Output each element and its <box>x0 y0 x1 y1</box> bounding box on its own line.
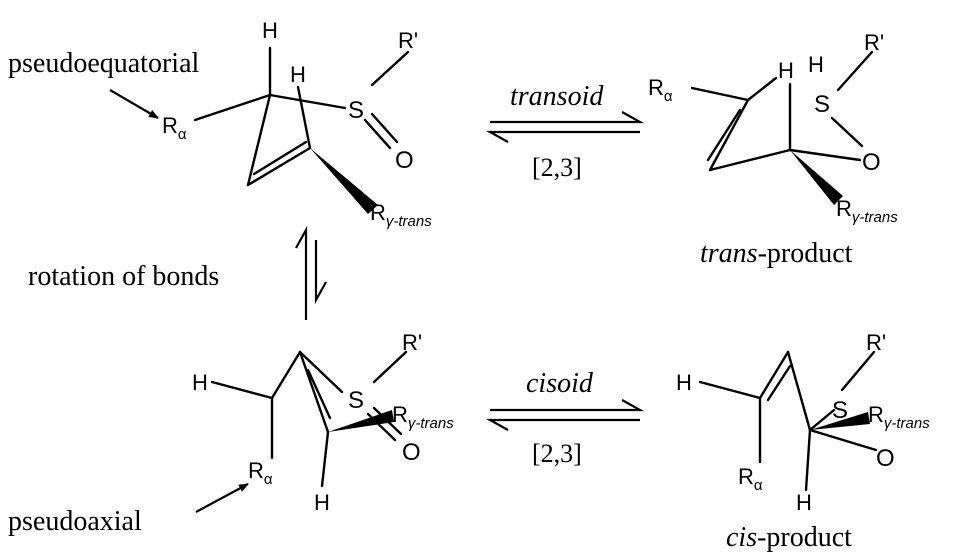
bond-c-h-bottom <box>320 430 330 488</box>
bond-c-c-double-2 <box>306 368 332 420</box>
atom-r-alpha: Rα <box>738 464 763 494</box>
atom-s: S <box>814 91 830 118</box>
bond-c-c-double-1 <box>246 146 312 187</box>
bond-c-o <box>788 148 862 162</box>
forward-arrow-transoid <box>490 111 645 124</box>
bond-c-h-left <box>746 76 778 102</box>
bond-c-c <box>246 93 272 187</box>
bond-c-c-double-1 <box>298 350 330 434</box>
bond-c-s <box>298 350 344 394</box>
bond-c-o <box>808 428 878 452</box>
cisoid-equilibrium: cisoid [2,3] <box>485 368 645 468</box>
bond-s-o-1 <box>363 118 392 150</box>
atom-o: O <box>876 445 895 472</box>
bond-ca-c <box>193 93 272 122</box>
atom-rprime: R' <box>864 30 884 55</box>
atom-s: S <box>348 387 364 414</box>
bond-ra-c <box>690 86 750 102</box>
bond-c-h-inner <box>296 85 312 150</box>
pseudoequatorial-pointer-arrow <box>109 89 159 119</box>
bond-c-c <box>786 350 812 432</box>
bond-h-c <box>698 380 762 400</box>
bond-s-o <box>830 116 864 148</box>
rotation-down-arrow <box>314 240 327 305</box>
rotation-equilibrium: rotation of bonds <box>28 225 327 320</box>
reverse-arrow-cisoid <box>485 418 640 431</box>
atom-h-bottom: H <box>796 490 812 515</box>
atom-s: S <box>832 397 848 424</box>
rotation-label: rotation of bonds <box>28 261 219 292</box>
atom-r-alpha: Rα <box>648 75 673 105</box>
bond-c-c <box>708 148 792 172</box>
atom-r-gamma-trans: Rγ-trans <box>836 196 898 226</box>
bond-c-h-bottom <box>804 428 812 492</box>
atom-h-right: H <box>808 52 824 77</box>
atom-h-left: H <box>676 370 692 395</box>
bond-h-c <box>210 380 274 400</box>
cisoid-sigmatropic-label: [2,3] <box>532 439 582 468</box>
bond-c-c-double-inner <box>706 108 742 162</box>
atom-r-gamma-trans: Rγ-trans <box>868 402 930 432</box>
trans-product-label: trans-product <box>700 238 853 269</box>
bond-s-rprime <box>840 350 876 392</box>
wedge-bond-rgamma <box>790 150 843 205</box>
atom-h-inner: H <box>290 62 306 87</box>
transoid-sigmatropic-label: [2,3] <box>532 153 582 182</box>
forward-arrow-cisoid <box>490 399 645 412</box>
atom-rprime: R' <box>866 330 886 355</box>
bond-c-c-double-outer <box>758 350 790 400</box>
bond-c-c-double-2 <box>252 140 308 176</box>
trans-product: Rα H H R' S O Rγ-trans trans-product <box>648 30 898 269</box>
atom-r-alpha: Rα <box>248 458 273 488</box>
atom-o: O <box>395 147 414 174</box>
atom-h-left: H <box>778 58 794 83</box>
bond-s-c <box>808 408 836 432</box>
atom-o: O <box>862 149 881 176</box>
bond-c-c-top <box>270 350 302 400</box>
cis-product-label: cis-product <box>726 522 852 553</box>
atom-rprime: R' <box>402 330 422 355</box>
atom-r-alpha: Rα <box>162 113 187 143</box>
atom-rprime: R' <box>398 28 418 53</box>
bond-s-o-2 <box>370 112 399 144</box>
transoid-label: transoid <box>510 81 604 112</box>
rotation-up-arrow <box>295 225 308 320</box>
cisoid-label: cisoid <box>526 368 594 399</box>
atom-h-left: H <box>192 370 208 395</box>
transoid-equilibrium: transoid [2,3] <box>485 81 645 182</box>
atom-r-gamma-trans: Rγ-trans <box>392 402 454 432</box>
wedge-bond-rgamma <box>310 148 378 214</box>
bond-c-s <box>268 93 347 110</box>
atom-h-bottom: H <box>314 490 330 515</box>
bond-c-c-double-inner <box>766 364 792 402</box>
pseudoaxial-label: pseudoaxial <box>8 506 142 537</box>
reactant-pseudoequatorial: pseudoequatorial H H S R' O Rα Rγ-trans <box>8 18 432 230</box>
bond-s-rprime <box>370 50 410 87</box>
bond-s-rprime <box>372 350 408 384</box>
pseudoequatorial-label: pseudoequatorial <box>8 48 199 79</box>
reverse-arrow-transoid <box>485 130 640 143</box>
bond-s-rprime <box>836 50 874 92</box>
wedge-bond-rgamma <box>810 412 870 430</box>
bond-c-c-double-outer <box>708 98 750 172</box>
wedge-bond-rgamma <box>328 410 394 432</box>
atom-o: O <box>402 439 421 466</box>
atom-s: S <box>348 97 364 124</box>
cis-product: H R' S O H Rα Rγ-trans cis-product <box>676 330 930 553</box>
pseudoaxial-pointer-arrow <box>195 483 249 513</box>
atom-h-top: H <box>262 18 278 43</box>
reactant-pseudoaxial: H S R' O H Rα Rγ-trans pseudoaxial <box>8 330 454 537</box>
atom-r-gamma-trans: Rγ-trans <box>370 200 432 230</box>
